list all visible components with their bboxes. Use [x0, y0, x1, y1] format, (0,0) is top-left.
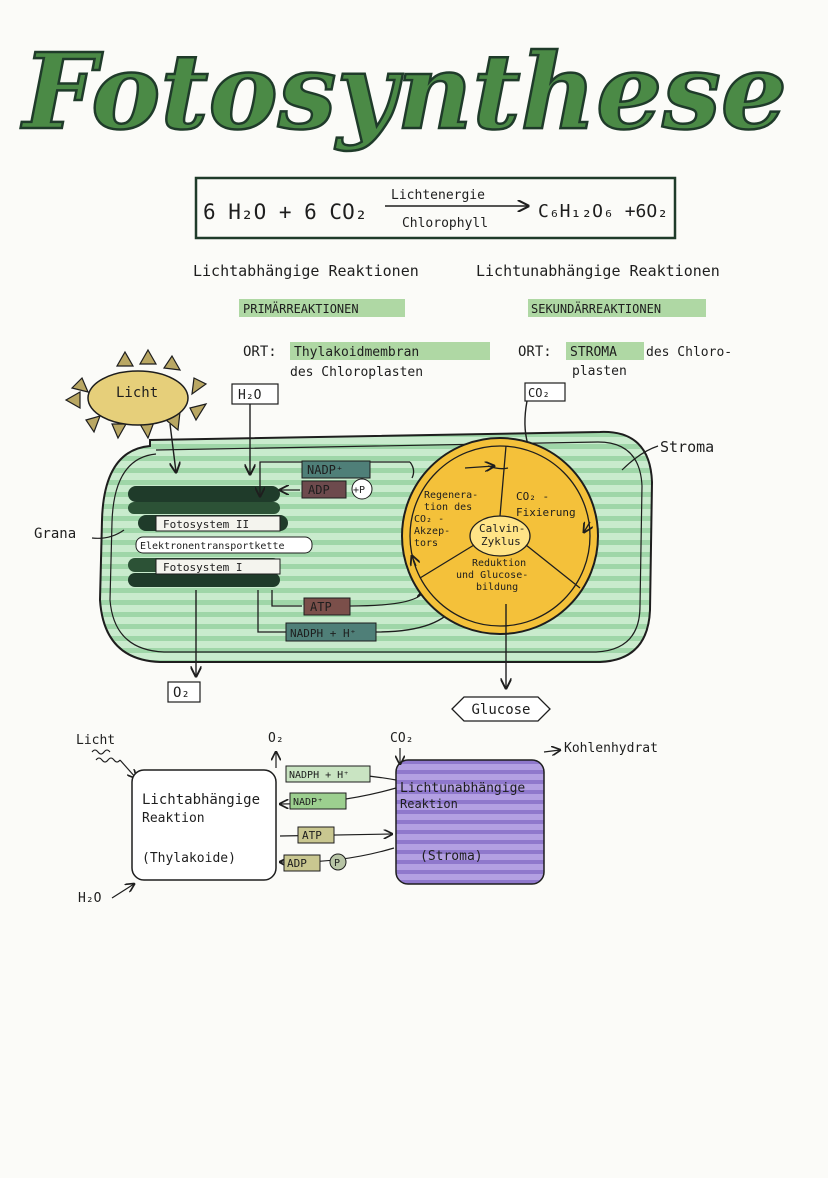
right-place-label: ORT:: [518, 344, 552, 360]
nadp-badge: [301, 460, 371, 479]
thylakoid-highlight: [290, 342, 490, 360]
calvin-red-1: Reduktion: [472, 558, 526, 569]
calvin-center-2: Zyklus: [481, 535, 521, 548]
calvin-center-1: Calvin-: [479, 522, 525, 535]
summary-atp-badge: [297, 826, 335, 844]
summary-co2-label: CO₂: [390, 731, 413, 746]
atp-flow-left: [271, 590, 302, 607]
adp-badge: [301, 480, 347, 499]
calvin-regen-5: tors: [414, 538, 438, 549]
sekundaer-highlight: [528, 299, 706, 317]
right-place-highlight: STROMA: [570, 345, 617, 360]
phosphate-circle: [351, 478, 373, 500]
summary-p-label: P: [334, 858, 340, 869]
calvin-fix-1: CO₂ -: [516, 490, 549, 503]
grana-label: Grana: [34, 526, 76, 542]
glucose-hexagon: [451, 696, 551, 722]
light-independent-box: [395, 759, 545, 885]
summary-h2o-label: H₂O: [78, 891, 102, 906]
calvin-regen-2: tion des: [424, 502, 472, 513]
summary-carb-arrow: [543, 750, 560, 752]
calvin-cycle: [401, 437, 599, 635]
summary-o2-label: O₂: [268, 731, 284, 746]
light-arrow: [170, 423, 176, 472]
summary-nadph-badge: [285, 765, 371, 783]
calvin-red-2: und Glucose-: [456, 570, 528, 581]
right-place-rest-2: plasten: [572, 364, 627, 379]
light-wave-icon: [91, 749, 121, 763]
equation-reactants: 6 H₂O + 6 CO₂: [203, 200, 367, 224]
glucose-label: Glucose: [471, 702, 530, 718]
fotosystem-2-label: Fotosystem II: [163, 518, 249, 531]
primaer-highlight: [239, 299, 405, 317]
summary-nadp-badge: [289, 792, 347, 810]
co2-input-box: [524, 382, 566, 402]
o2-output-box: [167, 681, 201, 703]
calvin-regen-3: CO₂ -: [414, 514, 444, 525]
equation-light-energy: Lichtenergie: [391, 188, 485, 203]
equation-chlorophyll: Chlorophyll: [402, 216, 488, 231]
sun-icon: Licht: [64, 348, 208, 440]
light-dependent-box: [131, 769, 277, 881]
summary-nadp-label: NADP⁺: [293, 797, 323, 808]
calvin-fix-2: Fixierung: [516, 506, 576, 519]
summary-atp-label: ATP: [302, 829, 322, 842]
left-place-label: ORT:: [243, 344, 277, 360]
summary-left-line1: Lichtabhängige: [142, 792, 260, 808]
secondary-reactions-label: SEKUNDÄRREAKTIONEN: [531, 301, 661, 316]
summary-adp-badge: [283, 854, 321, 872]
co2-input-label: CO₂: [528, 386, 550, 400]
equation-frame: [194, 176, 677, 240]
left-place-rest: des Chloroplasten: [290, 365, 423, 380]
light-independent-heading: Lichtunabhängige Reaktionen: [476, 262, 720, 280]
nadp-label: NADP⁺: [307, 463, 343, 477]
o2-output-label: O₂: [173, 685, 190, 701]
summary-light-label: Licht: [76, 733, 115, 748]
fotosystem-1-label: Fotosystem I: [163, 561, 242, 574]
summary-atp-flow: [279, 834, 392, 836]
right-place-rest-1: des Chloro-: [646, 345, 732, 360]
primary-reactions-label: PRIMÄRREAKTIONEN: [243, 301, 359, 316]
summary-adp-label: ADP: [287, 857, 307, 870]
summary-right-line2: Reaktion: [400, 797, 458, 811]
summary-right-line3: (Stroma): [420, 849, 483, 864]
nadp-flow-end: [409, 461, 415, 479]
summary-nadph-label: NADPH + H⁺: [289, 770, 349, 781]
summary-left-line2: Reaktion: [142, 811, 205, 826]
stroma-label: Stroma: [660, 438, 714, 456]
atp-badge: [303, 597, 351, 616]
left-place-highlight: Thylakoidmembran: [294, 345, 419, 360]
summary-carbohydrate-label: Kohlenhydrat: [564, 741, 658, 756]
adp-label: ADP: [308, 483, 330, 497]
summary-right-line1: Lichtunabhängige: [400, 781, 525, 796]
electron-chain-label: Elektronentransportkette: [140, 541, 285, 552]
nadph-flow-left: [257, 590, 286, 633]
calvin-regen-4: Akzep-: [414, 526, 450, 537]
light-dependent-heading: Lichtabhängige Reaktionen: [193, 262, 419, 280]
summary-p-circle: [329, 853, 347, 871]
nadph-label: NADPH + H⁺: [290, 627, 356, 640]
phosphate-label: +P: [353, 485, 365, 496]
sun-label: Licht: [116, 385, 158, 401]
equation-products: C₆H₁₂O₆ +6O₂: [538, 201, 668, 222]
grana-pointer: [91, 529, 125, 539]
stroma-highlight: [566, 342, 644, 360]
stroma-pointer: [621, 445, 659, 471]
calvin-regen-1: Regenera-: [424, 490, 478, 501]
atp-label: ATP: [310, 600, 332, 614]
summary-left-line3: (Thylakoide): [142, 851, 236, 866]
h2o-input-box: [231, 383, 279, 405]
summary-h2o-arrow: [111, 884, 134, 899]
equation-box: 6 H₂O + 6 CO₂ Lichtenergie Chlorophyll C…: [194, 176, 677, 240]
calvin-red-3: bildung: [476, 582, 518, 593]
granum-stack: [128, 486, 313, 587]
page-title: Fotosynthese: [20, 30, 787, 153]
nadph-badge: [285, 622, 377, 642]
h2o-input-label: H₂O: [238, 388, 262, 403]
